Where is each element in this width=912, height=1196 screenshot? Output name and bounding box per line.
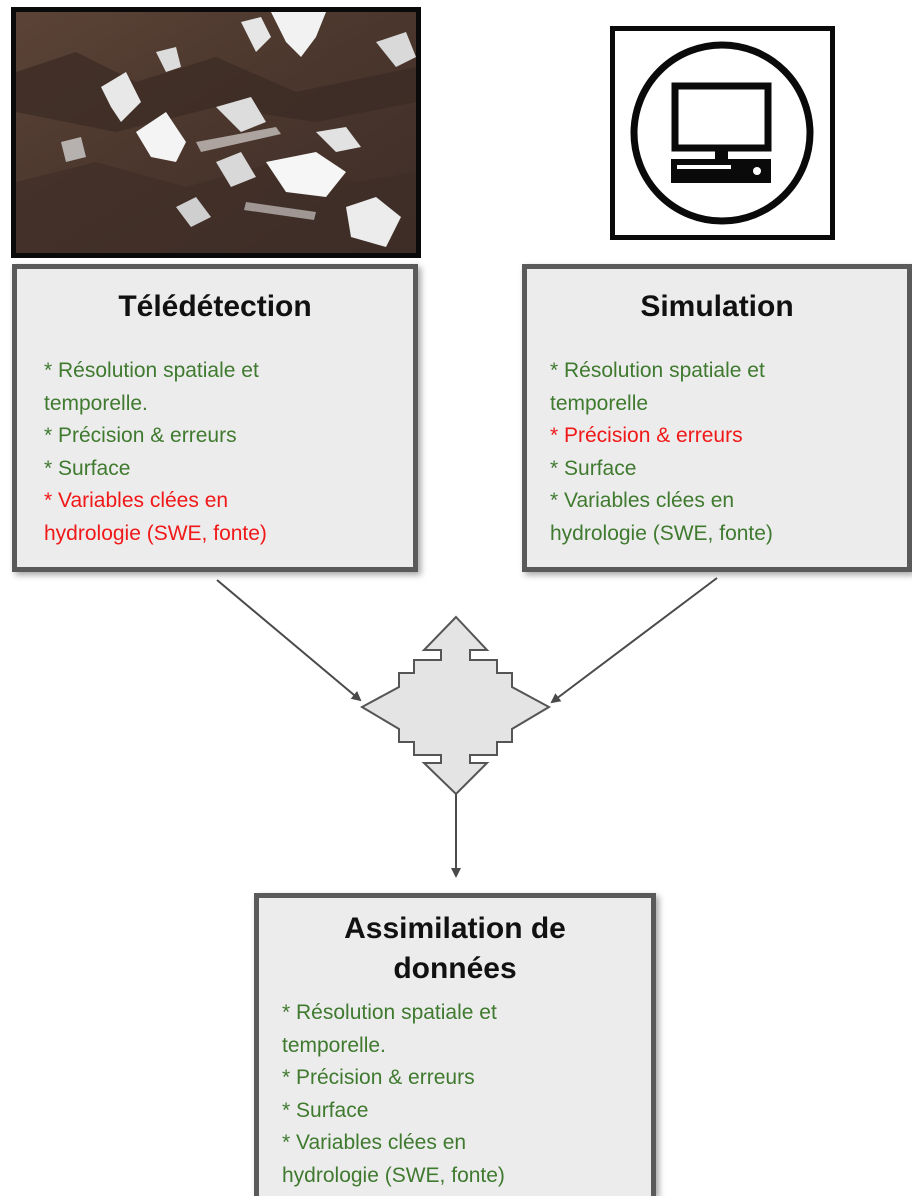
assimilation-line: hydrologie (SWE, fonte) xyxy=(282,1163,505,1187)
simulation-title: Simulation xyxy=(640,290,794,323)
computer-icon-frame xyxy=(610,26,835,240)
teledetection-box: Télédétection * Résolution spatiale et t… xyxy=(12,264,418,572)
teledetection-line: hydrologie (SWE, fonte) xyxy=(44,521,267,545)
assimilation-line: * Surface xyxy=(282,1098,369,1122)
photo-texture xyxy=(16,12,416,253)
teledetection-criteria: * Résolution spatiale et temporelle. * P… xyxy=(44,355,267,550)
assimilation-box: Assimilation de données * Résolution spa… xyxy=(254,893,656,1196)
connector-left xyxy=(216,579,362,702)
teledetection-line: temporelle. xyxy=(44,391,148,415)
computer-icon xyxy=(630,41,814,225)
satellite-mountain-snow-photo xyxy=(11,7,421,258)
connector-right xyxy=(550,577,718,704)
assimilation-line: temporelle. xyxy=(282,1033,386,1057)
teledetection-line: * Variables clées en xyxy=(44,489,229,512)
simulation-line: * Surface xyxy=(550,456,637,480)
simulation-line: * Résolution spatiale et xyxy=(550,359,765,382)
assimilation-line: * Variables clées en xyxy=(282,1131,467,1154)
teledetection-line: * Précision & erreurs xyxy=(44,424,237,447)
teledetection-title: Télédétection xyxy=(118,290,312,323)
assimilation-title: Assimilation de xyxy=(344,912,566,945)
assimilation-line: * Résolution spatiale et xyxy=(282,1001,497,1024)
teledetection-line: * Surface xyxy=(44,456,131,480)
assimilation-line: * Précision & erreurs xyxy=(282,1066,475,1089)
simulation-line: hydrologie (SWE, fonte) xyxy=(550,521,773,545)
simulation-line: * Variables clées en xyxy=(550,489,735,512)
simulation-criteria: * Résolution spatiale et temporelle * Pr… xyxy=(550,355,773,550)
simulation-line: * Précision & erreurs xyxy=(550,424,743,447)
four-way-arrow-icon xyxy=(359,615,552,796)
simulation-box: Simulation * Résolution spatiale et temp… xyxy=(522,264,912,572)
simulation-line: temporelle xyxy=(550,391,649,415)
assimilation-title: données xyxy=(393,952,517,985)
assimilation-criteria: * Résolution spatiale et temporelle. * P… xyxy=(282,997,505,1192)
teledetection-line: * Résolution spatiale et xyxy=(44,359,259,382)
